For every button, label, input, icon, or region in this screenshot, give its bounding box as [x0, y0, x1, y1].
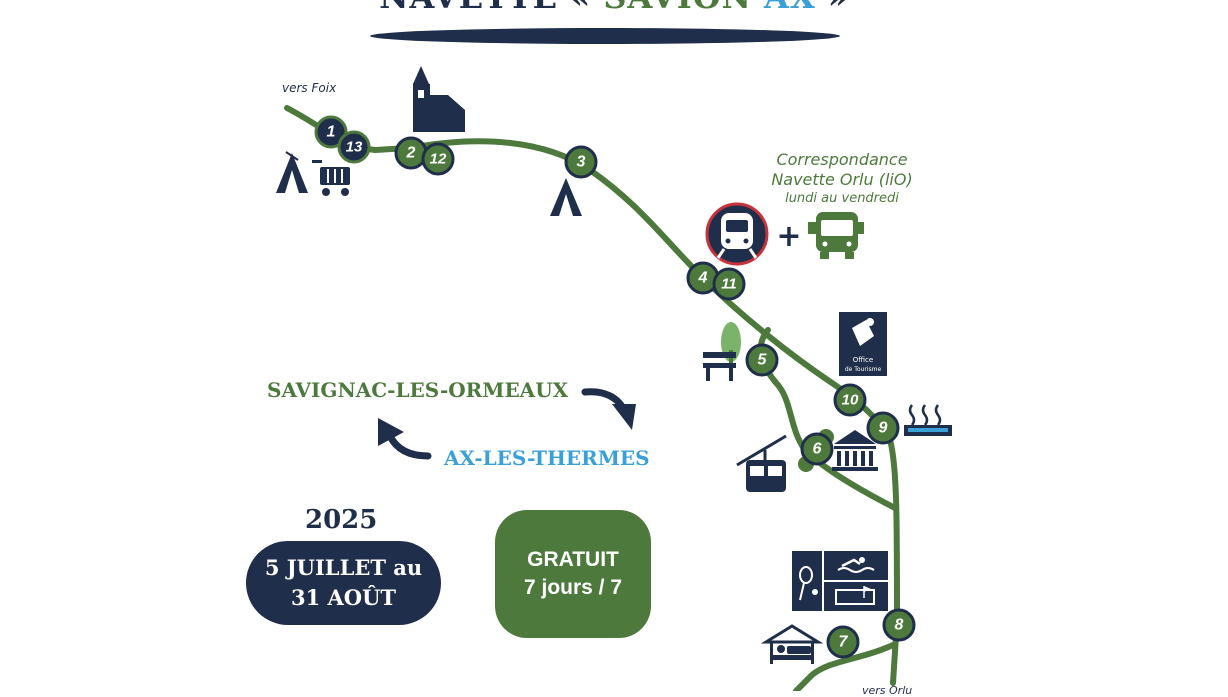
free-service-badge: GRATUIT 7 jours / 7	[495, 510, 651, 638]
stop-4[interactable]: 4	[686, 261, 720, 295]
park-bench-icon	[703, 322, 741, 381]
shopping-cart-icon	[312, 160, 350, 196]
stop-1-label: 1	[327, 124, 336, 141]
stop-6[interactable]: 6	[800, 432, 834, 466]
stop-8-label: 8	[895, 617, 904, 634]
arrow-to-ax-head-icon	[612, 404, 636, 430]
correspondance-line-2: Navette Orlu (liO)	[771, 170, 913, 189]
stop-3[interactable]: 3	[564, 145, 598, 179]
stop-4-label: 4	[698, 270, 708, 287]
free-line-2: 7 jours / 7	[523, 576, 623, 599]
stop-7-label: 7	[839, 634, 849, 651]
correspondance-note: Correspondance Navette Orlu (liO) lundi …	[760, 150, 924, 208]
plus-sign: +	[776, 219, 801, 254]
stop-8[interactable]: 8	[882, 608, 916, 642]
stop-13-label: 13	[346, 139, 363, 156]
stop-2[interactable]: 2	[394, 136, 428, 170]
stop-9-label: 9	[879, 420, 888, 437]
stop-12[interactable]: 12	[421, 142, 455, 176]
title-underline	[370, 28, 840, 44]
route-branch-7	[793, 642, 896, 691]
direction-foix-label: vers Foix	[282, 81, 337, 95]
stop-11[interactable]: 11	[712, 267, 746, 301]
town-ax-label: AX-LES-THERMES	[444, 446, 650, 470]
stop-11-label: 11	[721, 276, 737, 293]
stop-5-label: 5	[758, 352, 768, 369]
tent-icon	[276, 151, 308, 193]
cable-car-icon	[736, 434, 787, 492]
church-icon	[413, 66, 465, 132]
stop-6-label: 6	[813, 441, 822, 458]
tourist-office-icon: Office de Tourisme	[839, 312, 887, 376]
season-dates-badge: 5 JUILLET au 31 AOÛT	[246, 541, 441, 625]
season-dates-line-1: 5 JUILLET au	[264, 555, 423, 580]
season-year: 2025	[305, 505, 378, 535]
page-title: NAVETTE « SAVION AX »	[0, 0, 1228, 16]
tent-icon	[550, 178, 582, 216]
thermal-baths-icon	[904, 404, 952, 436]
town-savignac-label: SAVIGNAC-LES-ORMEAUX	[267, 378, 569, 402]
stop-1[interactable]: 1	[314, 115, 348, 149]
stop-9[interactable]: 9	[866, 411, 900, 445]
train-icon	[705, 202, 769, 266]
hotel-bed-icon	[760, 624, 824, 664]
stop-13[interactable]: 13	[337, 130, 371, 164]
museum-icon	[832, 430, 878, 471]
stop-10-label: 10	[842, 392, 859, 409]
free-line-1: GRATUIT	[527, 548, 619, 571]
stop-5[interactable]: 5	[745, 343, 779, 377]
sports-complex-icon	[792, 551, 888, 611]
correspondance-line-1: Correspondance	[776, 150, 908, 169]
office-label-2: de Tourisme	[845, 366, 882, 373]
arrow-to-savignac-icon	[386, 432, 432, 460]
stop-7[interactable]: 7	[826, 625, 860, 659]
stop-10[interactable]: 10	[833, 383, 867, 417]
stop-12-label: 12	[430, 151, 447, 168]
season-dates-line-2: 31 AOÛT	[290, 585, 397, 610]
arrow-to-savignac-head-icon	[378, 418, 404, 446]
bus-icon	[808, 212, 864, 259]
office-label-1: Office	[853, 356, 873, 364]
stop-2-label: 2	[406, 145, 416, 162]
stop-3-label: 3	[577, 154, 586, 171]
correspondance-line-3: lundi au vendredi	[785, 191, 899, 206]
